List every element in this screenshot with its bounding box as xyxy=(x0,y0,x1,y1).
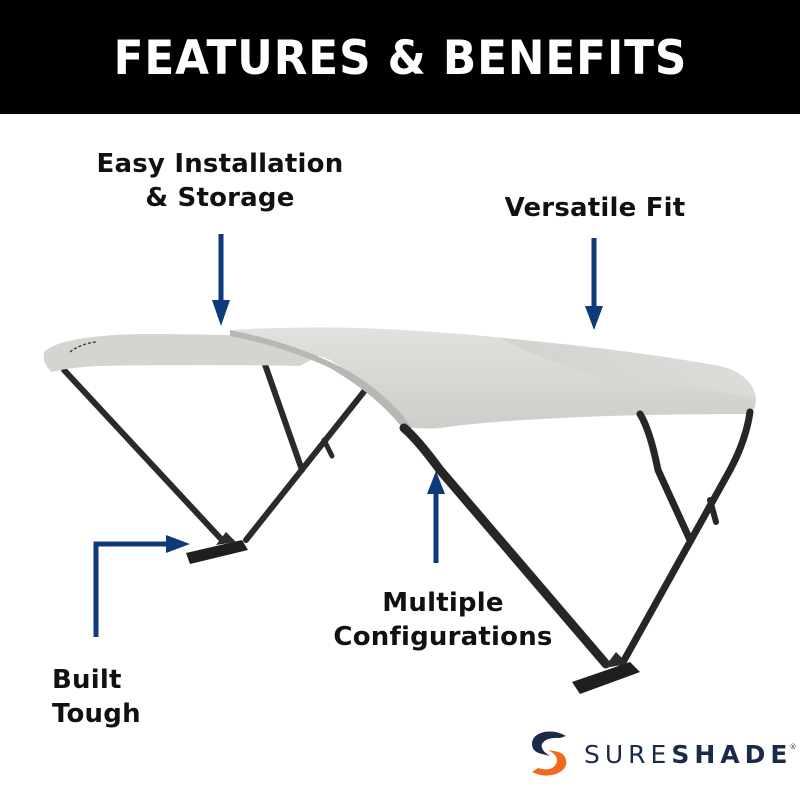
frame-foot-front xyxy=(572,652,640,694)
header-band: FEATURES & BENEFITS xyxy=(0,0,800,114)
callout-line: Multiple xyxy=(382,588,504,618)
callout-line: Easy Installation xyxy=(96,149,344,179)
frame-foot-left xyxy=(186,532,248,564)
callout-versatile-fit: Versatile Fit xyxy=(500,191,690,225)
callout-easy-installation: Easy Installation & Storage xyxy=(96,147,344,215)
callout-built-tough: Built Tough xyxy=(52,663,146,731)
arrow-config-up xyxy=(427,471,445,563)
sureshade-wordmark: SURE SHADE ® xyxy=(584,740,796,769)
callout-line: & Storage xyxy=(145,183,295,213)
registered-mark: ® xyxy=(789,742,797,751)
callout-line: Versatile Fit xyxy=(504,193,686,223)
frame-rear-legs xyxy=(61,353,373,543)
logo-text-shade: SHADE xyxy=(671,739,793,769)
sureshade-swoosh-icon xyxy=(532,731,567,776)
callout-line: Configurations xyxy=(333,622,553,652)
arrow-install-down xyxy=(212,234,230,326)
arrow-versatile-down xyxy=(585,238,603,330)
frame-front-legs xyxy=(399,408,754,669)
callout-line: Tough xyxy=(52,699,141,729)
callout-line: Built xyxy=(52,665,122,695)
page-title: FEATURES & BENEFITS xyxy=(113,30,687,86)
callout-multiple-configurations: Multiple Configurations xyxy=(330,586,556,654)
arrow-tough-elbow xyxy=(93,535,190,637)
sureshade-logo: SURE SHADE ® xyxy=(526,728,796,780)
logo-text-sure: SURE xyxy=(584,739,672,769)
